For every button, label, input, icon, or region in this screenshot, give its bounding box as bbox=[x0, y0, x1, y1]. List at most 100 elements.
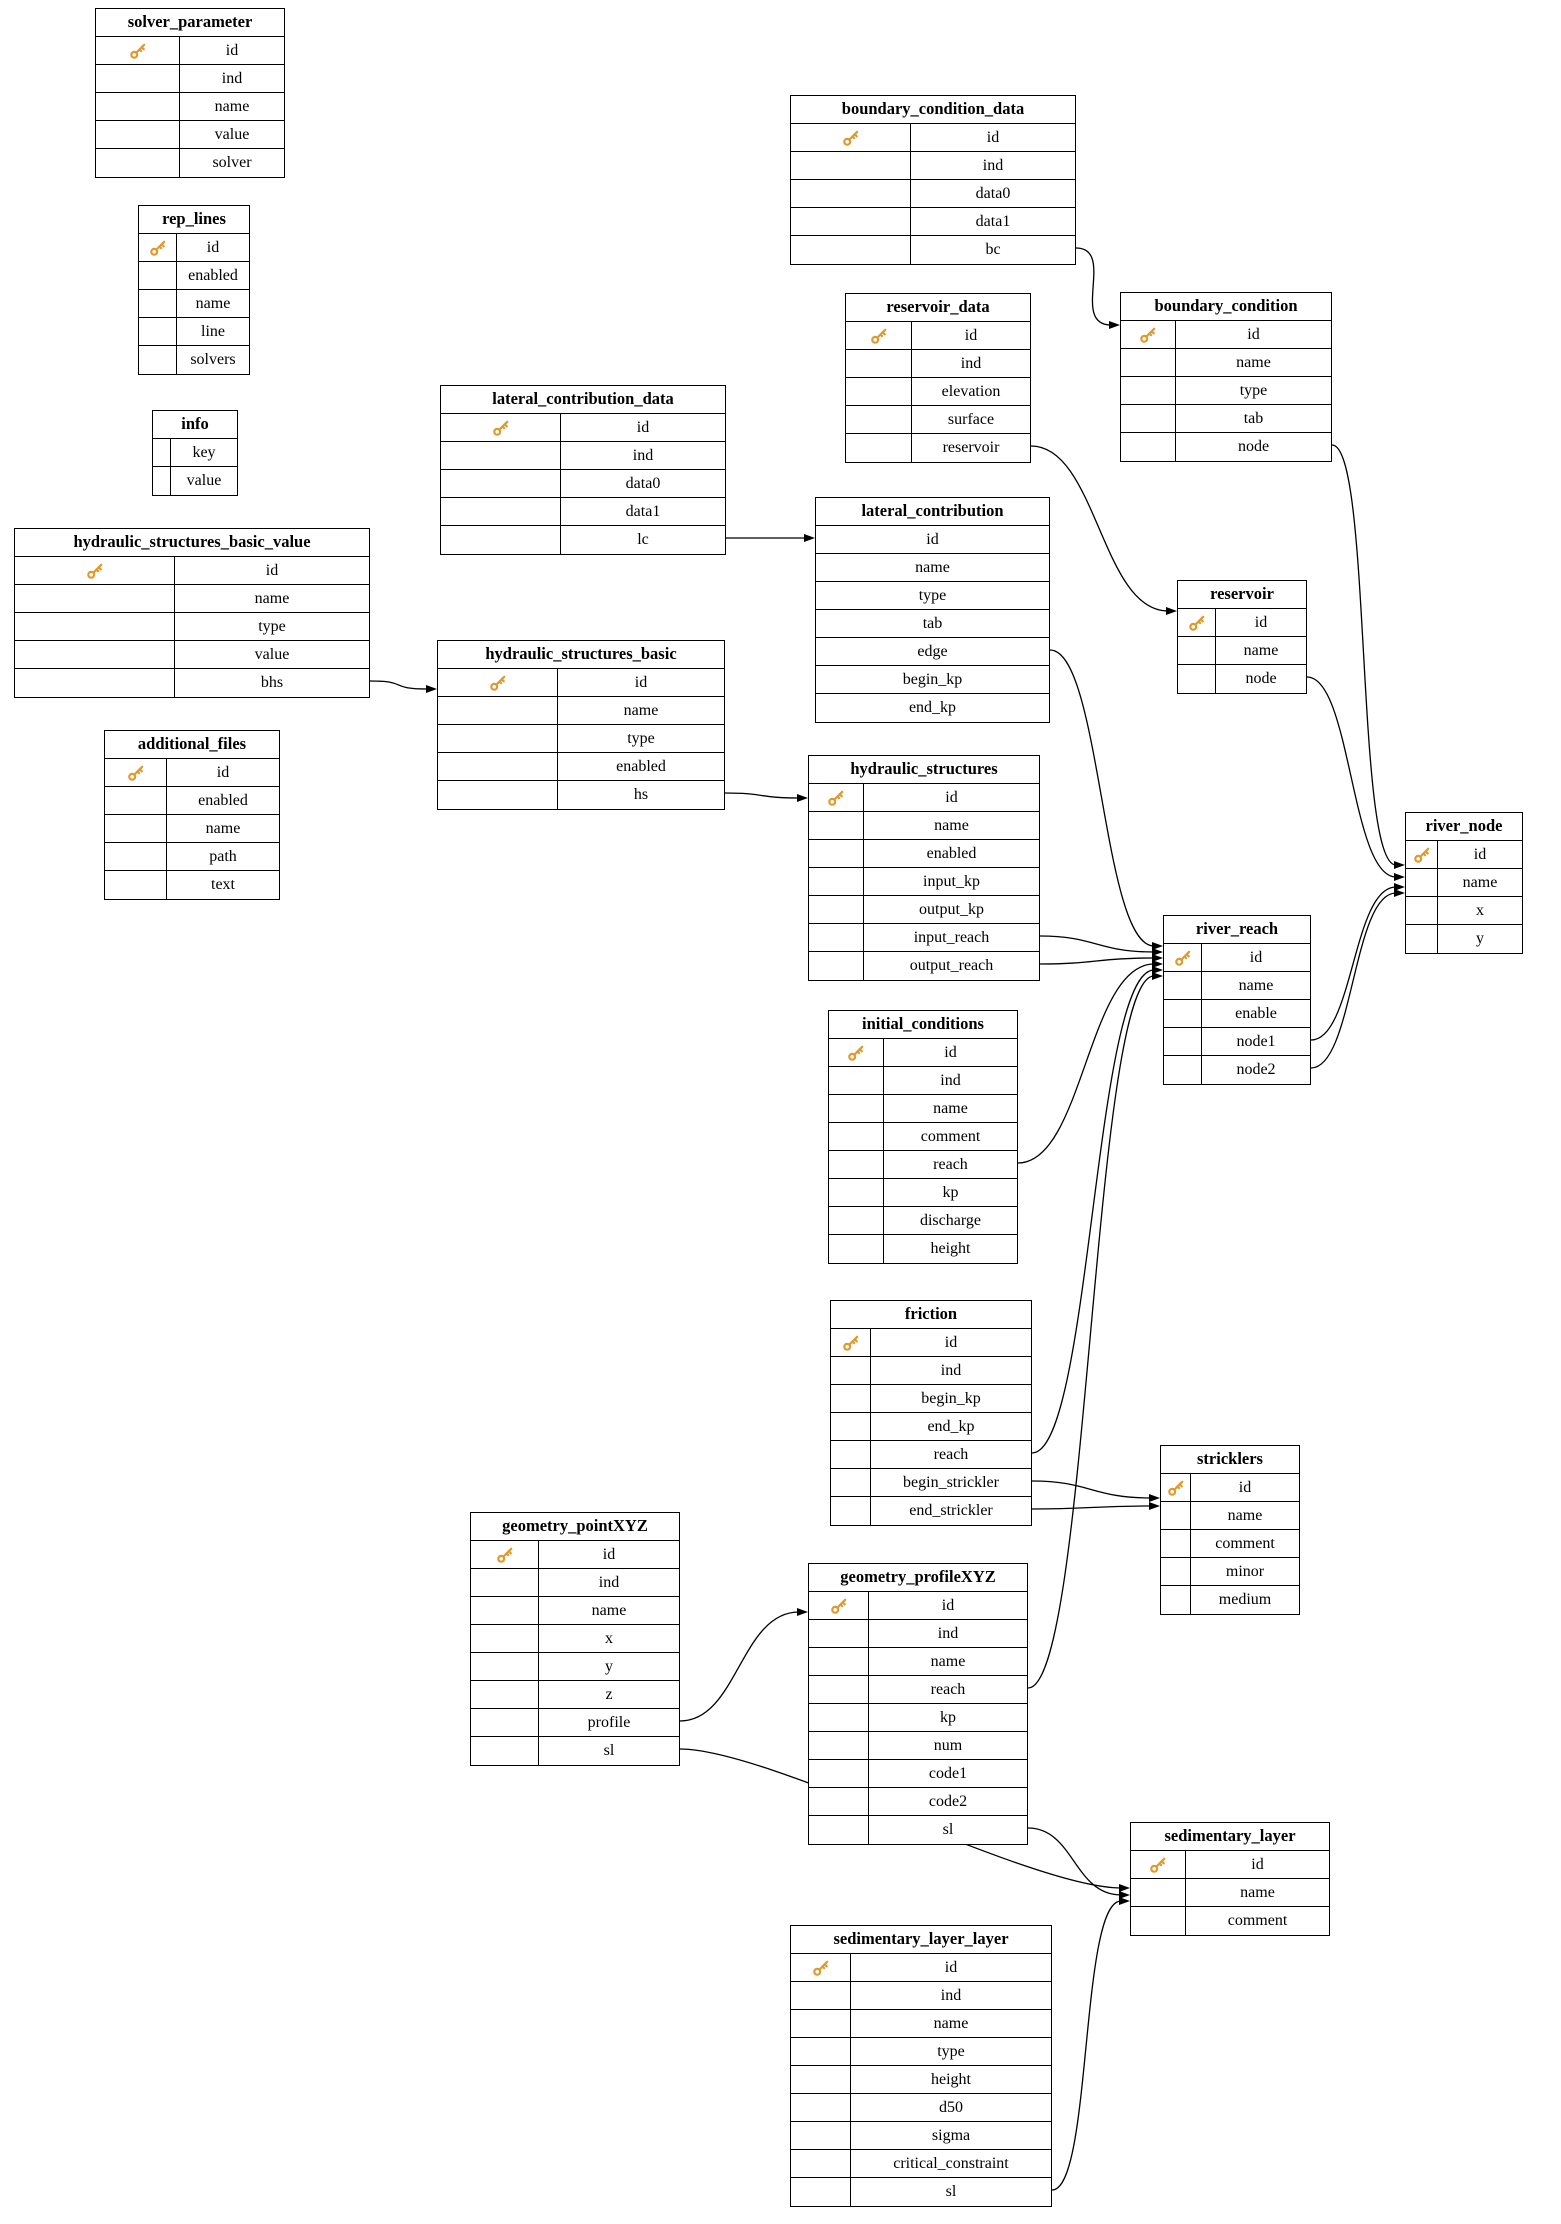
field-name: id bbox=[1473, 845, 1487, 863]
field-row: height bbox=[791, 2066, 1051, 2094]
primary-key-icon bbox=[848, 1045, 864, 1061]
primary-key-icon bbox=[489, 675, 505, 691]
field-row: type bbox=[791, 2038, 1051, 2066]
empty-key-cell bbox=[791, 2038, 851, 2065]
empty-key-cell bbox=[1121, 377, 1176, 404]
primary-key-cell bbox=[809, 784, 864, 811]
field-row: kp bbox=[829, 1179, 1017, 1207]
empty-key-cell bbox=[831, 1441, 871, 1468]
primary-key-icon bbox=[1150, 1857, 1166, 1873]
field-row: data0 bbox=[791, 180, 1075, 208]
primary-key-icon bbox=[842, 130, 858, 146]
edge-hydraulic_structures_basic_value.bhs-to-hydraulic_structures_basic bbox=[369, 680, 429, 690]
field-name: comment bbox=[1215, 1534, 1275, 1552]
edge-hydraulic_structures.input_reach-to-river_reach bbox=[1039, 935, 1155, 953]
arrowhead-icon bbox=[1152, 960, 1163, 968]
field-row: node2 bbox=[1164, 1056, 1310, 1084]
field-name: bhs bbox=[260, 674, 284, 691]
field-name: begin_kp bbox=[902, 670, 963, 688]
field-name: sl bbox=[945, 2183, 957, 2200]
field-row: code1 bbox=[809, 1760, 1027, 1788]
empty-key-cell bbox=[139, 262, 177, 289]
field-row: end_kp bbox=[816, 694, 1049, 722]
field-name: sigma bbox=[931, 2126, 971, 2144]
empty-key-cell bbox=[1161, 1502, 1191, 1529]
field-name: ind bbox=[937, 1624, 959, 1642]
empty-key-cell bbox=[1406, 925, 1438, 953]
field-row: name bbox=[96, 93, 284, 121]
arrowhead-icon bbox=[1149, 1494, 1160, 1502]
field-row: name bbox=[809, 812, 1039, 840]
field-row: d50 bbox=[791, 2094, 1051, 2122]
field-name: end_strickler bbox=[909, 1502, 993, 1519]
field-row: id bbox=[15, 557, 369, 585]
empty-key-cell bbox=[791, 152, 911, 179]
primary-key-cell bbox=[831, 1329, 871, 1356]
empty-key-cell bbox=[829, 1151, 884, 1178]
empty-key-cell bbox=[1406, 897, 1438, 924]
field-name: medium bbox=[1218, 1591, 1272, 1608]
table-title: lateral_contribution bbox=[816, 498, 1049, 526]
field-name: name bbox=[1462, 873, 1498, 891]
field-name: end_kp bbox=[927, 1417, 975, 1435]
empty-key-cell bbox=[831, 1413, 871, 1440]
field-name: node bbox=[1237, 438, 1270, 455]
field-name: id bbox=[941, 1596, 955, 1614]
field-name: name bbox=[205, 819, 241, 837]
table-title: reservoir bbox=[1178, 581, 1306, 609]
field-name: name bbox=[933, 1099, 968, 1117]
field-row: x bbox=[471, 1625, 679, 1653]
empty-key-cell bbox=[1161, 1586, 1191, 1614]
arrowhead-icon bbox=[797, 794, 808, 802]
field-name: enabled bbox=[188, 266, 238, 284]
empty-key-cell bbox=[15, 669, 175, 697]
field-name: ind bbox=[940, 1361, 962, 1379]
edge-friction.begin_strickler-to-stricklers bbox=[1031, 1480, 1152, 1499]
field-name: kp bbox=[940, 1708, 956, 1726]
empty-key-cell bbox=[809, 1816, 869, 1844]
field-row: sl bbox=[791, 2178, 1051, 2206]
field-name: enabled bbox=[616, 757, 666, 775]
primary-key-icon bbox=[1174, 950, 1190, 966]
field-name: type bbox=[1239, 381, 1268, 399]
edge-river_reach.node1-to-river_node bbox=[1310, 886, 1397, 1041]
empty-key-cell bbox=[438, 725, 558, 752]
field-name: edge bbox=[917, 642, 948, 660]
field-name: name bbox=[1243, 641, 1279, 659]
empty-key-cell bbox=[1161, 1530, 1191, 1557]
field-name: type bbox=[918, 586, 947, 604]
field-name: name bbox=[1240, 1883, 1275, 1901]
field-row: sl bbox=[809, 1816, 1027, 1844]
field-row: name bbox=[809, 1648, 1027, 1676]
field-name: reach bbox=[933, 1445, 969, 1463]
edge-boundary_condition_data.bc-to-boundary_condition bbox=[1075, 247, 1112, 326]
empty-key-cell bbox=[105, 787, 167, 814]
empty-key-cell bbox=[471, 1653, 539, 1680]
field-row: name bbox=[829, 1095, 1017, 1123]
field-row: code2 bbox=[809, 1788, 1027, 1816]
field-name: name bbox=[214, 97, 250, 115]
field-row: data0 bbox=[441, 470, 725, 498]
empty-key-cell bbox=[1178, 665, 1216, 693]
field-name: reach bbox=[930, 1680, 966, 1698]
field-row: reach bbox=[809, 1676, 1027, 1704]
primary-key-cell bbox=[105, 759, 167, 786]
field-name: begin_strickler bbox=[903, 1473, 999, 1491]
field-name: name bbox=[930, 1652, 966, 1670]
empty-key-cell bbox=[1161, 1558, 1191, 1585]
field-name: enabled bbox=[926, 844, 977, 862]
empty-key-cell bbox=[441, 442, 561, 469]
field-row: name bbox=[438, 697, 724, 725]
field-name: y bbox=[1476, 930, 1484, 947]
field-row: id bbox=[791, 124, 1075, 152]
field-name: id bbox=[265, 561, 279, 579]
field-row: begin_kp bbox=[816, 666, 1049, 694]
field-name: id bbox=[206, 238, 220, 256]
empty-key-cell bbox=[809, 840, 864, 867]
